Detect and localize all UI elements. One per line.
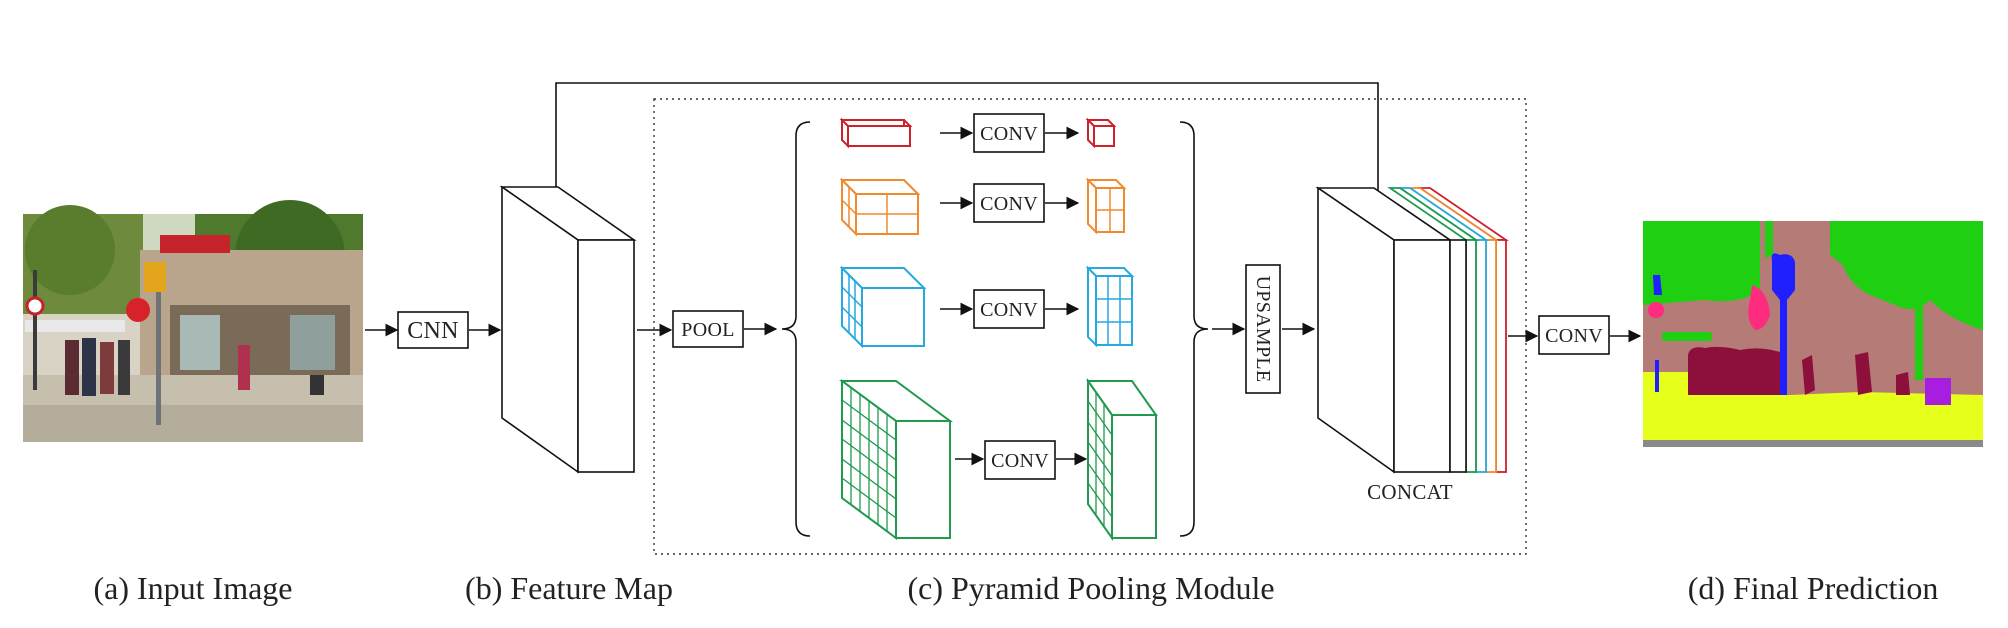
conv-label-level-1: CONV xyxy=(980,123,1038,145)
final-conv-label: CONV xyxy=(1545,325,1603,347)
reduced-level-3 xyxy=(1085,265,1135,348)
caption-feature-map: (b) Feature Map xyxy=(465,570,673,606)
concat-label: CONCAT xyxy=(1367,480,1453,504)
conv-box-level-3: CONV xyxy=(973,289,1045,329)
conv-box-level-1: CONV xyxy=(973,113,1045,153)
prediction-map xyxy=(1643,221,1983,447)
reduced-level-1 xyxy=(1085,117,1117,149)
conv-label-level-3: CONV xyxy=(980,299,1038,321)
skip-connection-arrow xyxy=(555,82,1385,212)
cnn-label: CNN xyxy=(407,318,459,344)
input-image xyxy=(23,200,363,442)
upsample-box: UPSAMPLE xyxy=(1245,264,1281,394)
caption-pyramid-pooling-module: (c) Pyramid Pooling Module xyxy=(907,570,1274,606)
pool-level-4 xyxy=(838,379,954,540)
reduced-level-4 xyxy=(1086,377,1158,542)
conv-box-level-2: CONV xyxy=(973,183,1045,223)
pool-level-2 xyxy=(839,177,921,237)
reduced-level-2 xyxy=(1085,177,1127,235)
concat-block xyxy=(1315,186,1509,474)
caption-input-image: (a) Input Image xyxy=(93,570,292,606)
caption-final-prediction: (d) Final Prediction xyxy=(1688,570,1939,606)
pool-level-3 xyxy=(839,265,927,349)
feature-map-block xyxy=(499,185,637,474)
pool-level-1 xyxy=(839,117,913,149)
final-conv-box: CONV xyxy=(1538,315,1610,355)
right-brace xyxy=(1179,121,1209,537)
cnn-box: CNN xyxy=(397,311,469,349)
conv-box-level-4: CONV xyxy=(984,440,1056,480)
upsample-label: UPSAMPLE xyxy=(1252,276,1274,383)
conv-label-level-2: CONV xyxy=(980,193,1038,215)
ppm-dotted-frame xyxy=(653,98,1527,555)
pool-label: POOL xyxy=(681,319,734,341)
left-brace xyxy=(781,121,811,537)
conv-label-level-4: CONV xyxy=(991,450,1049,472)
pool-box: POOL xyxy=(672,310,744,348)
